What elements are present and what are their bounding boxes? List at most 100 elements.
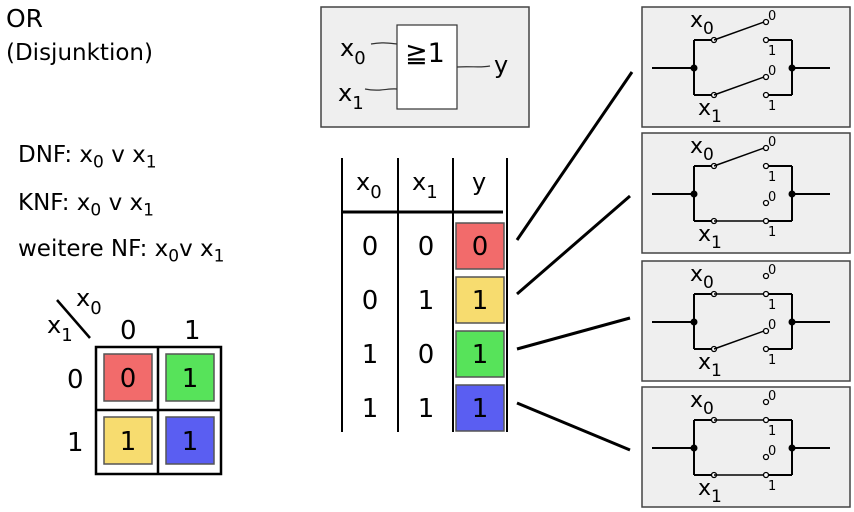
kmap-left-var: x <box>47 311 61 339</box>
switch-x0-label-sub: 0 <box>703 145 714 165</box>
gate-output-wire <box>456 65 491 68</box>
node-right <box>788 444 796 452</box>
gate-input-0-wire <box>370 42 398 45</box>
knf-x0-sub: 0 <box>90 200 102 221</box>
switch-x0-label-var: x <box>690 388 703 413</box>
knf-x1: x <box>129 190 144 216</box>
kmap-top-var: x <box>76 284 90 312</box>
other-nf-op: v <box>179 236 193 262</box>
gate-output-label: y <box>494 51 508 79</box>
node-right <box>788 190 796 198</box>
knf-expression: KNF: x0 v x1 <box>18 190 154 221</box>
kmap-top-sub: 0 <box>90 298 101 319</box>
switch-x0-label: x0 <box>690 134 714 165</box>
upper-contact-1 <box>762 290 770 298</box>
upper-switch-blade <box>713 21 765 41</box>
upper-pos0-label: 0 <box>768 9 776 24</box>
node-left <box>690 444 698 452</box>
lower-pos0-label: 0 <box>768 190 776 205</box>
upper-contact-1 <box>762 36 770 44</box>
switch-x1-label: x1 <box>698 350 722 381</box>
table-header-x0: x0 <box>356 168 382 203</box>
switch-x1-label-var: x <box>698 222 711 247</box>
table-y-cell-bg <box>455 276 505 324</box>
table-cell-x1: 0 <box>418 340 435 370</box>
connector-row-2 <box>516 316 631 351</box>
table-cell-y: 1 <box>472 394 489 424</box>
lower-switch-blade <box>713 330 765 350</box>
upper-pos1-label: 1 <box>768 44 776 59</box>
kmap-left-sub: 1 <box>61 325 72 346</box>
table-cell-x0: 1 <box>362 394 379 424</box>
switch-x0-label-var: x <box>690 262 703 287</box>
other-nf-expression: weitere NF: x0v x1 <box>18 236 225 267</box>
connector-row-0 <box>515 71 634 241</box>
kmap-cell-value: 1 <box>182 427 199 457</box>
gate-symbol: ≧1 <box>405 38 445 69</box>
kmap-cell-value: 1 <box>182 364 199 394</box>
title: OR <box>6 4 44 33</box>
th-x1-var: x <box>412 168 426 196</box>
table-y-cell-bg <box>455 330 505 378</box>
table-y-cell-bg <box>455 384 505 432</box>
subtitle: (Disjunktion) <box>6 40 153 66</box>
connector-row-1 <box>516 194 631 296</box>
knf-x1-sub: 1 <box>143 200 154 221</box>
knf-label: KNF: <box>18 190 70 216</box>
upper-contact-1 <box>762 416 770 424</box>
gate-input-1-wire <box>364 88 398 91</box>
gate-in1-sub: 1 <box>352 93 363 114</box>
dnf-x0: x <box>79 142 94 168</box>
kmap-cell-bg <box>103 353 153 402</box>
gate-in1-var: x <box>338 79 352 107</box>
kmap-col-label-1: 1 <box>184 316 201 346</box>
switch-x0-label-var: x <box>690 8 703 33</box>
switch-x0-label-sub: 0 <box>703 399 714 419</box>
lower-contact-1 <box>762 471 770 479</box>
switch-x1-label-var: x <box>698 96 711 121</box>
other-nf-x1-sub: 1 <box>213 246 225 267</box>
upper-contact-0 <box>762 272 770 280</box>
lower-switch-blade <box>713 76 765 96</box>
table-cell-y: 1 <box>472 286 489 316</box>
switch-x1-label-var: x <box>698 476 711 501</box>
lower-pos1-label: 1 <box>768 353 776 368</box>
gate-in0-var: x <box>340 34 354 62</box>
dnf-x1: x <box>132 142 146 168</box>
switch-x1-label-var: x <box>698 350 711 375</box>
dnf-op: v <box>111 142 125 168</box>
lower-contact-1 <box>762 91 770 99</box>
switch-x0-label: x0 <box>690 388 714 419</box>
kmap-cell-bg <box>165 353 215 402</box>
th-x0-var: x <box>356 168 370 196</box>
lower-pos1-label: 1 <box>768 225 776 240</box>
kmap-row-label-0: 0 <box>67 365 84 395</box>
upper-contact-1 <box>762 162 770 170</box>
row-to-panel-connectors <box>515 71 634 452</box>
other-nf-label: weitere NF: <box>18 236 148 262</box>
kmap-row-label-1: 1 <box>67 428 84 458</box>
gate-body <box>396 24 458 110</box>
upper-pos0-label: 0 <box>768 135 776 150</box>
table-cell-x0: 1 <box>362 340 379 370</box>
connector-row-3 <box>516 401 631 452</box>
upper-switch-blade <box>713 147 765 167</box>
kmap-cell-bg <box>103 416 153 465</box>
dnf-label: DNF: <box>18 142 73 168</box>
table-header-x1: x1 <box>412 168 438 203</box>
switch-x1-label-sub: 1 <box>711 107 722 127</box>
switch-x0-label-sub: 0 <box>703 273 714 293</box>
switch-x0-label-sub: 0 <box>703 19 714 39</box>
lower-pos1-label: 1 <box>768 99 776 114</box>
switch-x1-label: x1 <box>698 96 722 127</box>
switch-x0-label-var: x <box>690 134 703 159</box>
or-gate-diagram: ≧1 x0 x1 y <box>320 6 530 128</box>
switch-x0-label: x0 <box>690 8 714 39</box>
